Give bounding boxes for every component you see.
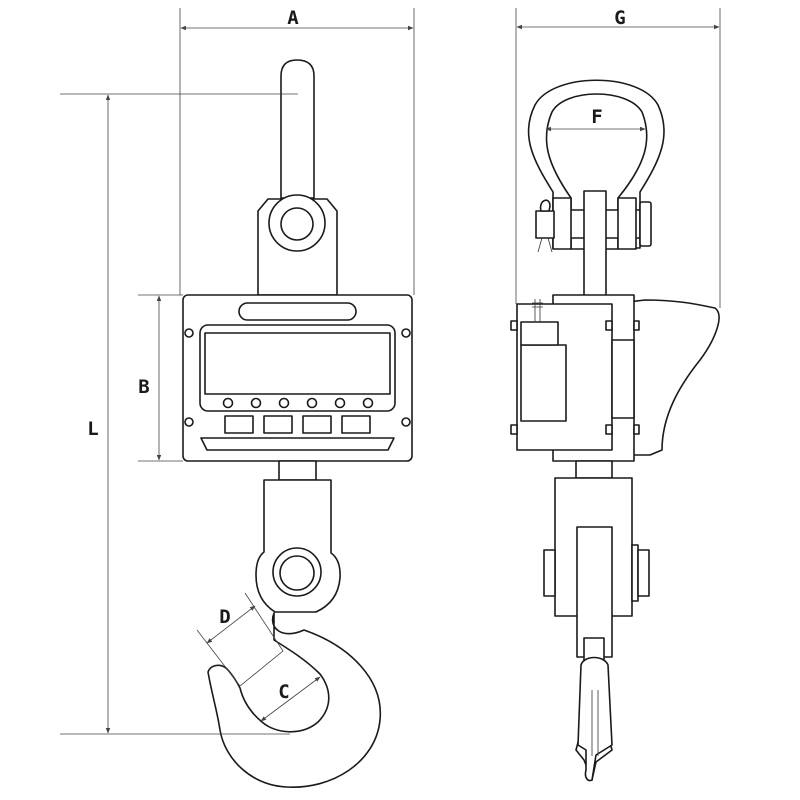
side-tie-bar [583, 190, 607, 297]
label-a: A [287, 7, 299, 29]
dimension-c [260, 676, 321, 722]
dimension-d [196, 592, 284, 687]
dimension-g [515, 8, 721, 308]
front-hook-block [255, 460, 341, 613]
dimension-b [138, 294, 183, 462]
label-b: B [138, 376, 149, 398]
front-screw [184, 417, 194, 427]
front-screw [184, 328, 194, 338]
side-shackle [527, 79, 665, 253]
dimension-l [60, 93, 298, 735]
front-hook [207, 612, 382, 788]
front-scale-body [182, 294, 413, 462]
front-screw [401, 417, 411, 427]
front-screw [401, 328, 411, 338]
dimension-a [179, 8, 415, 295]
label-f: F [591, 106, 602, 128]
front-top-shackle [257, 59, 338, 296]
side-view [510, 79, 720, 782]
indicator-leds [222, 397, 374, 409]
cotter-pin [535, 199, 555, 253]
keypad-buttons [224, 415, 371, 434]
display-window [204, 332, 391, 395]
shackle-pin-head [639, 201, 652, 247]
label-c: C [278, 681, 289, 703]
front-view [182, 59, 413, 788]
dimension-lines [60, 8, 721, 735]
side-hook-block [543, 460, 650, 782]
dimension-labels: A G F L B D C [87, 7, 625, 703]
label-g: G [614, 7, 625, 29]
side-scale-body [510, 294, 720, 462]
label-d: D [219, 606, 230, 628]
label-l: L [87, 418, 98, 440]
